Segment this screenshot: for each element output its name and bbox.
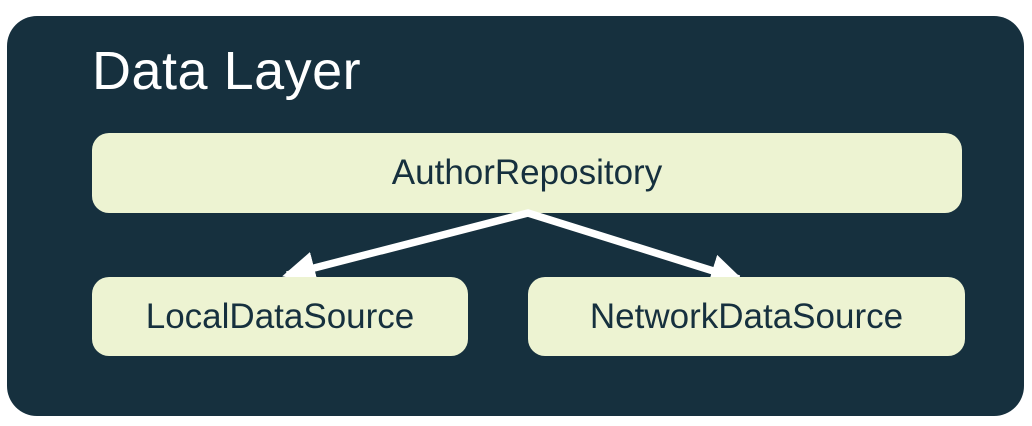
node-network-data-source-label: NetworkDataSource (589, 296, 904, 336)
node-network-data-source: NetworkDataSource (528, 277, 965, 356)
node-author-repository: AuthorRepository (92, 133, 962, 213)
node-local-data-source: LocalDataSource (92, 277, 468, 356)
node-local-data-source-label: LocalDataSource (145, 296, 415, 336)
diagram-title: Data Layer (92, 41, 362, 101)
node-author-repository-label: AuthorRepository (391, 153, 663, 192)
